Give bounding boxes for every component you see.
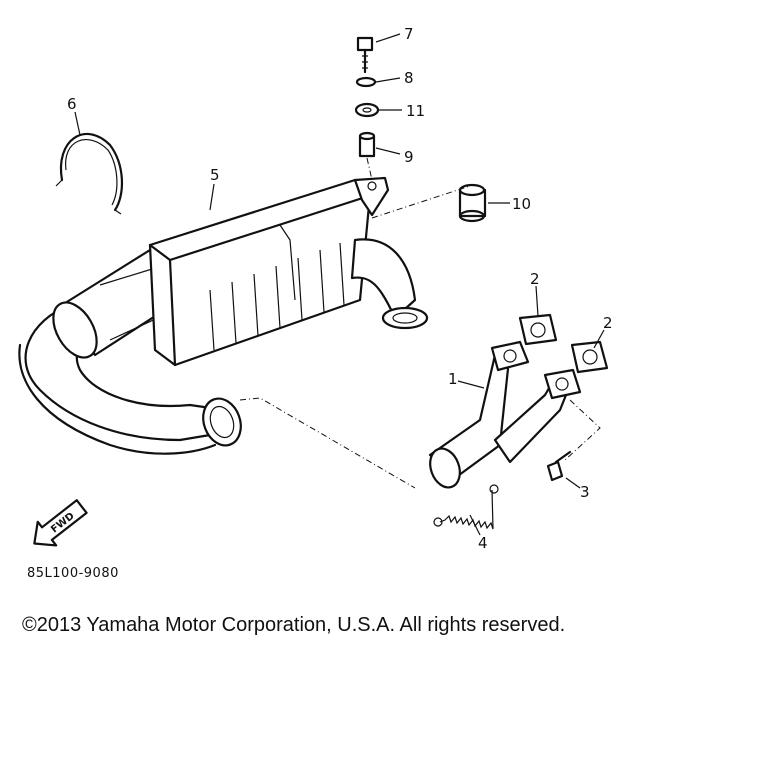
washer-8 bbox=[355, 76, 377, 88]
spring-4 bbox=[433, 484, 499, 530]
callout-1: 1 bbox=[448, 370, 458, 388]
exhaust-diagram: 7 8 11 9 10 6 5 2 2 1 3 4 FWD bbox=[18, 25, 613, 552]
assembly-line-bolt bbox=[564, 399, 601, 461]
washer-11 bbox=[354, 102, 380, 118]
diagram-part-code: 85L100-9080 bbox=[27, 566, 119, 581]
callout-4: 4 bbox=[478, 534, 488, 552]
bolt-3 bbox=[546, 450, 572, 482]
callout-8: 8 bbox=[404, 69, 414, 87]
spring-6 bbox=[55, 132, 124, 215]
callout-10: 10 bbox=[512, 195, 531, 213]
callout-5: 5 bbox=[210, 166, 220, 184]
collar-9 bbox=[358, 131, 376, 158]
fwd-arrow-icon: FWD bbox=[33, 499, 88, 547]
exhaust-header bbox=[428, 340, 582, 489]
assembly-line-10 bbox=[371, 185, 471, 219]
grommet-10 bbox=[458, 183, 487, 223]
callout-9: 9 bbox=[404, 148, 414, 166]
leader-lines bbox=[74, 33, 605, 536]
callout-11: 11 bbox=[406, 102, 425, 120]
callout-7: 7 bbox=[404, 25, 414, 43]
copyright-notice: ©2013 Yamaha Motor Corporation, U.S.A. A… bbox=[22, 614, 566, 636]
tail-pipe bbox=[350, 238, 429, 330]
gasket-lower bbox=[570, 340, 609, 374]
callout-2-upper: 2 bbox=[530, 270, 540, 288]
muffler bbox=[148, 176, 390, 367]
callout-6: 6 bbox=[67, 95, 77, 113]
callout-3: 3 bbox=[580, 483, 590, 501]
assembly-line-9 bbox=[366, 157, 373, 181]
gasket-upper bbox=[518, 313, 558, 346]
assembly-line-pipe bbox=[239, 397, 416, 489]
callout-2-lower: 2 bbox=[603, 314, 613, 332]
bolt-7 bbox=[356, 36, 374, 74]
